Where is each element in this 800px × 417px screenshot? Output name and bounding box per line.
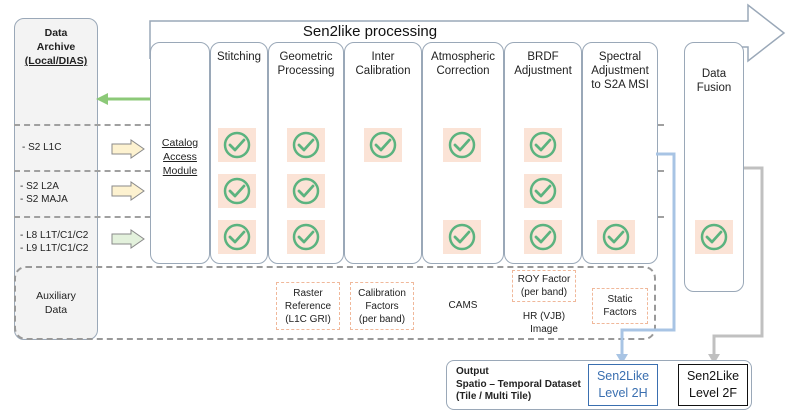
data-archive-line1: Data: [44, 27, 68, 39]
input-l9: - L9 L1T/C1/C2: [20, 243, 89, 254]
input-row2: - S2 L2A - S2 MAJA: [20, 180, 68, 206]
column-spectral-line2: Adjustment: [591, 65, 649, 77]
column-geometric-line1: Geometric: [279, 51, 333, 63]
check-row1-intercal: [364, 128, 402, 162]
column-atmospheric-line2: Correction: [436, 65, 490, 77]
auxiliary-line2: Data: [44, 304, 68, 316]
aux-cams: CAMS: [438, 299, 488, 312]
archive-return-arrow: [96, 93, 152, 105]
column-brdf-title: BRDF Adjustment: [505, 50, 581, 78]
check-row1-stitching: [218, 128, 256, 162]
aux-calibration-factors: Calibration Factors (per band): [350, 282, 414, 330]
aux-raster-line3: (L1C GRI): [285, 313, 331, 325]
column-intercal-line2: Calibration: [355, 65, 411, 77]
output-line2: Spatio – Temporal Dataset: [456, 378, 581, 390]
input-arrow-row2: [111, 181, 145, 201]
auxiliary-region: [14, 266, 656, 340]
column-geometric-line2: Processing: [277, 65, 335, 77]
check-row1-atmospheric: [443, 128, 481, 162]
column-brdf-line1: BRDF: [527, 51, 559, 63]
column-intercal-line1: Inter: [371, 51, 395, 63]
level-2f-line2: Level 2F: [689, 386, 737, 400]
aux-roy-factor: ROY Factor (per band): [512, 270, 576, 302]
column-spectral-line3: to S2A MSI: [591, 79, 649, 91]
check-row3-spectral: [597, 220, 635, 254]
column-brdf-line2: Adjustment: [514, 65, 572, 77]
data-archive-box: [14, 18, 98, 340]
aux-cams-line1: CAMS: [448, 300, 478, 311]
column-atmospheric-line1: Atmospheric: [431, 51, 495, 63]
data-archive-line3: (Local/DIAS): [24, 55, 88, 67]
aux-hr-image: HR (VJB) Image: [512, 310, 576, 336]
aux-calibration-line2: Factors: [365, 300, 399, 312]
check-row1-geometric: [287, 128, 325, 162]
column-intercal-title: Inter Calibration: [345, 50, 421, 78]
input-s2-l1c: - S2 L1C: [22, 142, 62, 153]
column-geometric-title: Geometric Processing: [269, 50, 343, 78]
column-fusion-line2: Fusion: [696, 82, 732, 94]
aux-calibration-line3: (per band): [358, 313, 406, 325]
aux-static-line2: Factors: [603, 307, 637, 318]
aux-roy-line2: (per band): [520, 287, 568, 298]
input-arrow-row3: [111, 229, 145, 249]
aux-static-line1: Static: [607, 294, 633, 305]
catalog-label: Catalog Access Module: [150, 136, 210, 178]
data-archive-title: Data Archive (Local/DIAS): [14, 26, 98, 68]
input-s2-l2a: - S2 L2A: [20, 181, 59, 192]
column-spectral-line1: Spectral: [598, 51, 642, 63]
check-row3-atmospheric: [443, 220, 481, 254]
output-label: Output Spatio – Temporal Dataset (Tile /…: [456, 366, 581, 404]
output-level-2f: Sen2Like Level 2F: [678, 364, 748, 406]
input-arrow-row1: [111, 139, 145, 159]
input-row1: - S2 L1C: [22, 141, 61, 154]
catalog-access-module: [150, 42, 210, 264]
output-line1: Output: [456, 366, 489, 377]
column-stitching-line1: Stitching: [216, 51, 262, 63]
aux-raster-line1: Raster: [293, 287, 323, 299]
auxiliary-line1: Auxiliary: [36, 290, 76, 302]
column-stitching-title: Stitching: [211, 50, 267, 64]
check-row2-stitching: [218, 174, 256, 208]
check-row2-geometric: [287, 174, 325, 208]
aux-hr-line1: HR (VJB): [522, 311, 566, 322]
check-row3-stitching: [218, 220, 256, 254]
check-row3-fusion: [695, 220, 733, 254]
input-l8: - L8 L1T/C1/C2: [20, 230, 89, 241]
aux-static-factors: Static Factors: [592, 288, 648, 324]
output-box: [446, 360, 752, 410]
column-fusion-title: Data Fusion: [685, 67, 743, 95]
aux-hr-line2: Image: [530, 324, 558, 335]
check-row2-brdf: [524, 174, 562, 208]
column-fusion: Data Fusion: [684, 42, 744, 292]
output-level-2h: Sen2Like Level 2H: [588, 364, 658, 406]
output-line3: (Tile / Multi Tile): [456, 391, 532, 402]
level-2h-line1: Sen2Like: [596, 369, 650, 383]
level-2h-line2: Level 2H: [598, 386, 648, 400]
column-fusion-line1: Data: [701, 68, 727, 80]
input-s2-maja: - S2 MAJA: [20, 194, 68, 205]
check-row3-brdf: [524, 220, 562, 254]
catalog-line3: Module: [162, 165, 198, 177]
aux-raster-reference: Raster Reference (L1C GRI): [276, 282, 340, 330]
data-archive-line2: Archive: [36, 41, 76, 53]
output-flow-lines: [616, 152, 764, 364]
aux-raster-line2: Reference: [284, 300, 332, 312]
catalog-line2: Access: [163, 151, 197, 163]
column-atmospheric-title: Atmospheric Correction: [423, 50, 503, 78]
processing-title: Sen2like processing: [302, 23, 438, 40]
aux-roy-line1: ROY Factor: [517, 274, 571, 285]
catalog-line1: Catalog: [161, 137, 199, 149]
auxiliary-label: Auxiliary Data: [14, 289, 98, 317]
aux-calibration-line1: Calibration: [358, 287, 406, 299]
column-spectral-title: Spectral Adjustment to S2A MSI: [583, 50, 657, 92]
input-row3: - L8 L1T/C1/C2 - L9 L1T/C1/C2: [20, 229, 88, 255]
check-row3-geometric: [287, 220, 325, 254]
check-row1-brdf: [524, 128, 562, 162]
level-2f-line1: Sen2Like: [686, 369, 740, 383]
